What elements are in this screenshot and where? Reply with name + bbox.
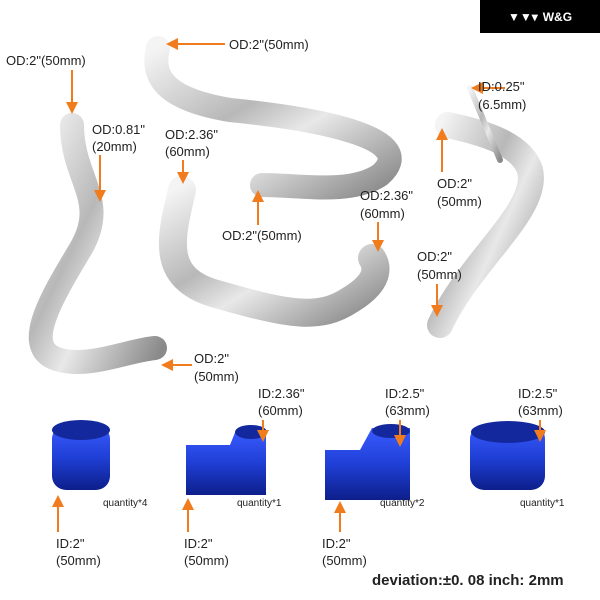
label: ID:2.5" (385, 386, 425, 401)
label: OD:0.81" (92, 122, 146, 137)
label: (60mm) (360, 206, 405, 221)
label: (20mm) (92, 139, 137, 154)
logo-text: W&G (542, 9, 573, 24)
quantity-label: quantity*2 (380, 498, 425, 509)
deviation-note: deviation:±0. 08 inch: 2mm (372, 572, 564, 589)
label: OD:2.36" (360, 188, 414, 203)
pipe-1 (28, 113, 167, 375)
label: (60mm) (258, 403, 303, 418)
pipe-2 (144, 36, 402, 200)
label: ID:0.25" (478, 79, 525, 94)
label: (50mm) (437, 194, 482, 209)
annotation-arrows (52, 38, 546, 532)
label: OD:2.36" (165, 127, 219, 142)
label: (50mm) (417, 267, 462, 282)
label: OD:2"(50mm) (222, 228, 302, 243)
pipe-4 (427, 85, 544, 338)
label: ID:2" (184, 536, 213, 551)
pipe-3 (158, 176, 390, 327)
quantity-label: quantity*1 (520, 498, 565, 509)
label: (50mm) (322, 553, 367, 568)
label: ID:2" (322, 536, 351, 551)
label: (60mm) (165, 144, 210, 159)
label: (50mm) (56, 553, 101, 568)
coupler-4 (470, 421, 545, 490)
label: (63mm) (518, 403, 563, 418)
label: OD:2" (437, 176, 472, 191)
label: (6.5mm) (478, 97, 527, 112)
label: (63mm) (385, 403, 430, 418)
coupler-2 (186, 425, 267, 495)
label: OD:2" (194, 351, 229, 366)
label: ID:2" (56, 536, 85, 551)
label: (50mm) (194, 369, 239, 384)
label: OD:2" (417, 249, 452, 264)
coupler-1 (52, 420, 110, 490)
label: ID:2.5" (518, 386, 558, 401)
quantity-label: quantity*4 (103, 498, 148, 509)
label: (50mm) (184, 553, 229, 568)
wing-logo-icon: ▼▼▾ (507, 9, 538, 24)
label: OD:2"(50mm) (229, 37, 309, 52)
coupler-3 (325, 424, 410, 500)
label: OD:2"(50mm) (6, 53, 86, 68)
brand-logo: ▼▼▾ W&G (480, 0, 600, 33)
label: ID:2.36" (258, 386, 305, 401)
quantity-label: quantity*1 (237, 498, 282, 509)
